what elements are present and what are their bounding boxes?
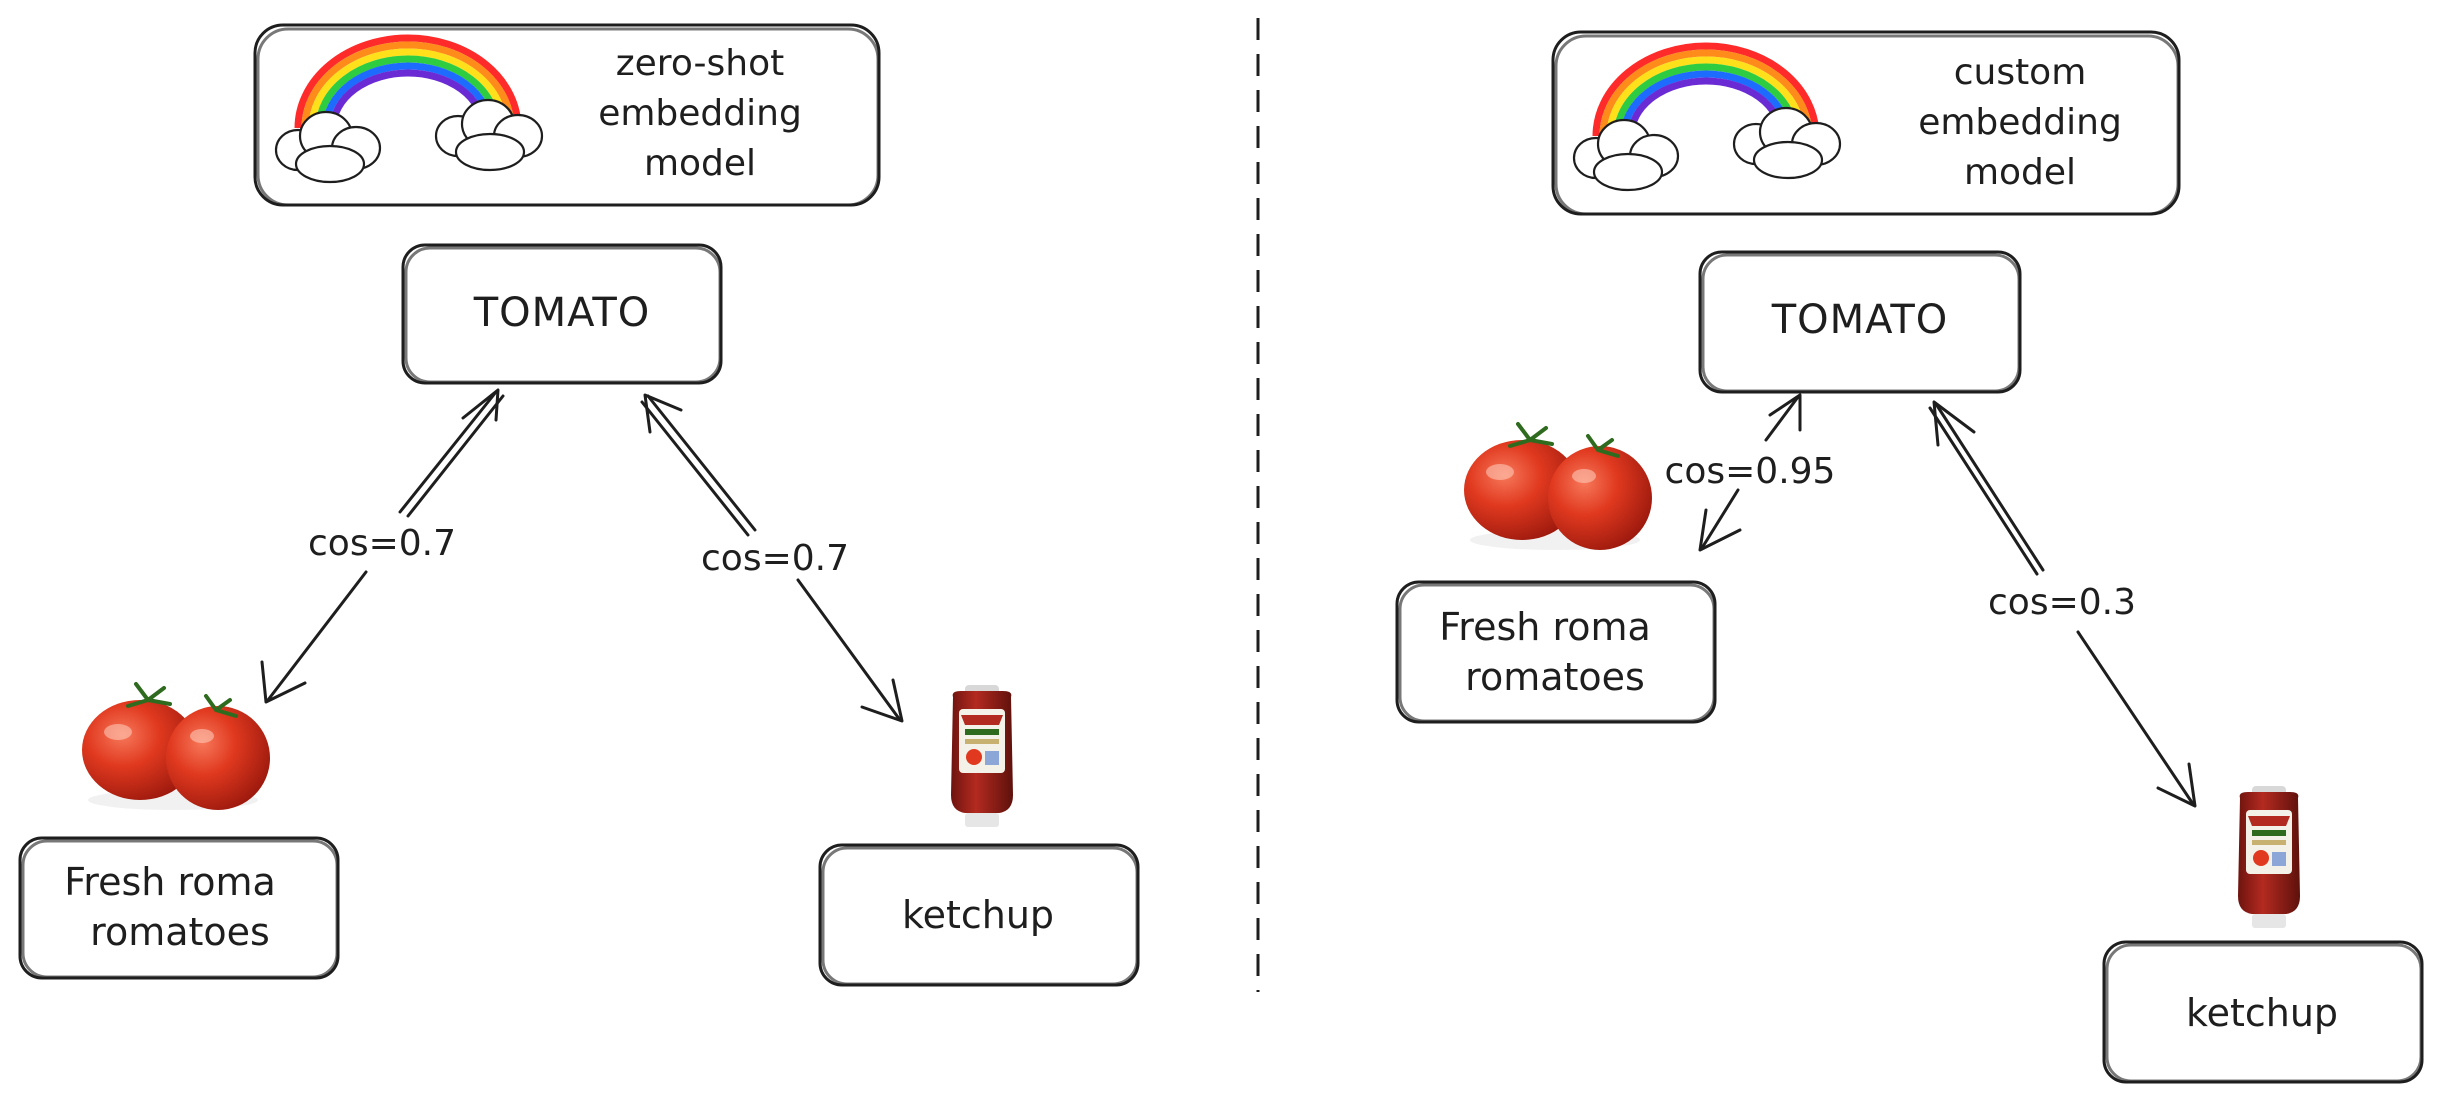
left-cos-tomatoes: cos=0.7 <box>308 523 456 564</box>
right-model-box: custom embedding model <box>1551 30 2181 216</box>
right-model-label-line3: model <box>1964 152 2076 193</box>
left-doc-tomatoes-line2: romatoes <box>90 910 270 954</box>
right-doc-ketchup-box: ketchup <box>2102 940 2424 1084</box>
left-panel: zero-shot embedding model TOMATO cos=0.7 <box>18 23 1140 987</box>
left-model-label-line1: zero-shot <box>616 43 784 84</box>
left-arrow-tomatoes <box>260 388 505 704</box>
right-query-label: TOMATO <box>1771 297 1949 343</box>
rainbow-icon <box>1574 46 1840 190</box>
right-panel: custom embedding model TOMATO cos=0.95 c… <box>1395 30 2424 1084</box>
left-query-box: TOMATO <box>401 243 723 385</box>
left-doc-ketchup-label: ketchup <box>902 893 1054 937</box>
left-doc-ketchup-box: ketchup <box>818 843 1140 987</box>
left-cos-ketchup: cos=0.7 <box>701 538 849 579</box>
left-doc-tomatoes-box: Fresh roma romatoes <box>18 836 340 980</box>
left-doc-tomatoes-line1: Fresh roma <box>64 860 276 904</box>
left-model-box: zero-shot embedding model <box>253 23 881 207</box>
left-model-label-line2: embedding <box>598 93 802 134</box>
right-cos-ketchup: cos=0.3 <box>1988 582 2136 623</box>
rainbow-icon <box>276 38 542 182</box>
right-doc-tomatoes-box: Fresh roma romatoes <box>1395 580 1717 724</box>
right-query-box: TOMATO <box>1698 250 2022 394</box>
right-arrow-tomatoes <box>1698 393 1802 552</box>
right-doc-ketchup-label: ketchup <box>2186 991 2338 1035</box>
right-arrow-ketchup <box>1928 400 2197 808</box>
right-model-label-line1: custom <box>1954 52 2087 93</box>
left-model-label-line3: model <box>644 143 756 184</box>
left-tomatoes-image <box>80 682 272 812</box>
right-doc-tomatoes-line2: romatoes <box>1465 655 1645 699</box>
right-model-label-line2: embedding <box>1918 102 2122 143</box>
left-arrow-ketchup <box>640 393 904 723</box>
left-ketchup-image <box>951 685 1013 827</box>
left-query-label: TOMATO <box>473 290 651 336</box>
right-doc-tomatoes-line1: Fresh roma <box>1439 605 1651 649</box>
right-cos-tomatoes: cos=0.95 <box>1665 451 1836 492</box>
right-tomatoes-image <box>1462 422 1654 552</box>
right-ketchup-image <box>2238 786 2300 928</box>
